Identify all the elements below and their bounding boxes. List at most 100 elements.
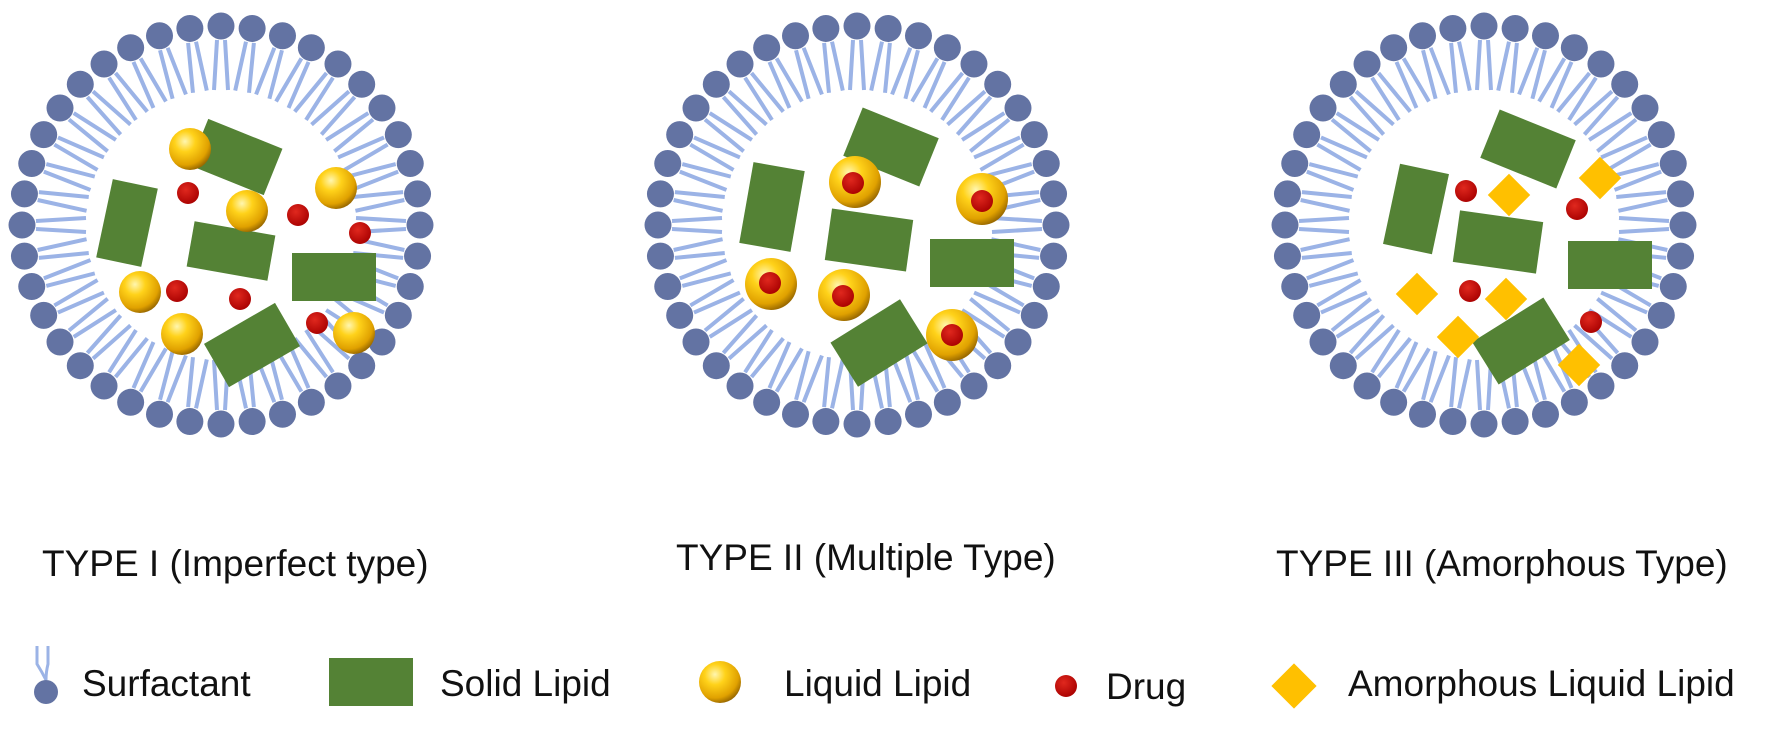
surfactant-tail xyxy=(1449,41,1472,93)
panel-title-type-1: TYPE I (Imperfect type) xyxy=(42,543,429,584)
surfactant-tail xyxy=(107,71,149,121)
surfactant-head xyxy=(396,150,424,178)
surfactant-tail xyxy=(721,314,768,361)
surfactant-tail xyxy=(131,57,168,109)
surfactant-head xyxy=(297,34,325,62)
surfactant-head xyxy=(843,410,871,438)
surfactant-head xyxy=(726,50,754,78)
amorphous-liquid-lipid xyxy=(1484,277,1528,321)
surfactant-tail xyxy=(822,357,845,409)
surfactant-head xyxy=(1667,242,1695,270)
drug xyxy=(971,190,993,212)
surfactant-tail xyxy=(1348,314,1395,361)
surfactant-head xyxy=(666,121,694,149)
legend-label-solid-lipid: Solid Lipid xyxy=(440,663,611,704)
drug xyxy=(1459,280,1481,302)
surfactant-head xyxy=(874,14,902,42)
surfactant-head xyxy=(646,242,674,270)
surfactant-tail xyxy=(1616,190,1668,213)
surfactant-head xyxy=(146,22,174,50)
surfactant-head xyxy=(1032,150,1060,178)
surfactant-tail xyxy=(673,237,725,260)
drug xyxy=(1566,198,1588,220)
surfactant-head xyxy=(960,372,988,400)
panel-type-2 xyxy=(644,12,1070,438)
surfactant-head xyxy=(682,94,710,122)
surfactant-head xyxy=(10,180,38,208)
surfactant-head xyxy=(960,50,988,78)
surfactant-head xyxy=(46,328,74,356)
surfactant-tail xyxy=(293,71,335,121)
surfactant-head xyxy=(396,272,424,300)
legend-label-amorphous-liquid-lipid: Amorphous Liquid Lipid xyxy=(1348,663,1735,704)
surfactant-head xyxy=(1439,14,1467,42)
surfactant-tail xyxy=(337,135,389,172)
surfactant-tail xyxy=(131,341,168,393)
surfactant-head xyxy=(666,301,694,329)
surfactant-tail xyxy=(310,89,357,136)
surfactant-tail xyxy=(212,39,230,91)
surfactant-tail xyxy=(679,162,732,192)
solid-lipid-rect-icon xyxy=(329,658,413,706)
surfactant-head xyxy=(702,352,730,380)
surfactant-tail xyxy=(767,341,804,393)
surfactant-head xyxy=(404,180,432,208)
amorphous-diamond-icon xyxy=(1271,663,1317,709)
surfactant-tail xyxy=(67,297,117,339)
surfactant-head xyxy=(753,34,781,62)
surfactant-tail xyxy=(85,89,132,136)
liquid-lipid xyxy=(161,313,203,355)
surfactant-tail xyxy=(673,190,725,213)
solid-lipid xyxy=(843,107,939,187)
surfactant-head xyxy=(812,14,840,42)
surfactant-head xyxy=(1531,400,1559,428)
amorphous-liquid-lipid xyxy=(1557,343,1601,387)
surfactant-head xyxy=(1659,272,1687,300)
legend-label-liquid-lipid: Liquid Lipid xyxy=(784,663,972,704)
surfactant-tail xyxy=(929,71,971,121)
surfactant-head xyxy=(404,242,432,270)
surfactant-head xyxy=(1470,12,1498,40)
liquid-lipid xyxy=(315,167,357,209)
surfactant-head xyxy=(753,388,781,416)
surfactant-head xyxy=(90,50,118,78)
surfactant-tail xyxy=(107,329,149,379)
surfactant-tail xyxy=(721,89,768,136)
surfactant-head xyxy=(904,22,932,50)
solid-lipid xyxy=(203,302,301,388)
surfactant-tail xyxy=(1517,47,1547,100)
surfactant-tail xyxy=(233,41,256,93)
surfactant-tail xyxy=(1316,135,1368,172)
surfactant-head xyxy=(238,408,266,436)
surfactant-head xyxy=(18,150,46,178)
legend-label-drug: Drug xyxy=(1106,666,1187,707)
surfactant-head xyxy=(782,400,810,428)
surfactant-tail xyxy=(1394,57,1431,109)
surfactant-tail xyxy=(1537,57,1574,109)
surfactant-tail xyxy=(1370,329,1412,379)
amorphous-liquid-lipid xyxy=(1436,315,1480,359)
surfactant-tail xyxy=(822,41,845,93)
surfactant-head xyxy=(874,408,902,436)
surfactant-head xyxy=(1004,94,1032,122)
surfactant-tail xyxy=(353,190,405,213)
solid-lipid xyxy=(930,239,1014,287)
surfactant-tail xyxy=(703,297,753,339)
surfactant-tail xyxy=(1449,357,1472,409)
liquid-lipid xyxy=(169,128,211,170)
surfactant-head xyxy=(1659,150,1687,178)
solid-lipid xyxy=(1452,210,1544,274)
panel-type-3 xyxy=(1271,12,1697,438)
surfactant-tail xyxy=(1330,111,1380,153)
surfactant-head xyxy=(1647,121,1675,149)
surfactant-shell xyxy=(8,12,434,438)
surfactant-tail xyxy=(1475,39,1493,91)
surfactant-head xyxy=(66,352,94,380)
surfactant-tail xyxy=(1609,162,1662,192)
surfactant-head xyxy=(843,12,871,40)
surfactant-tail xyxy=(1496,41,1519,93)
surfactant-head xyxy=(1531,22,1559,50)
surfactant-tail xyxy=(1300,190,1352,213)
surfactant-head xyxy=(268,22,296,50)
surfactant-tail xyxy=(1421,47,1451,100)
